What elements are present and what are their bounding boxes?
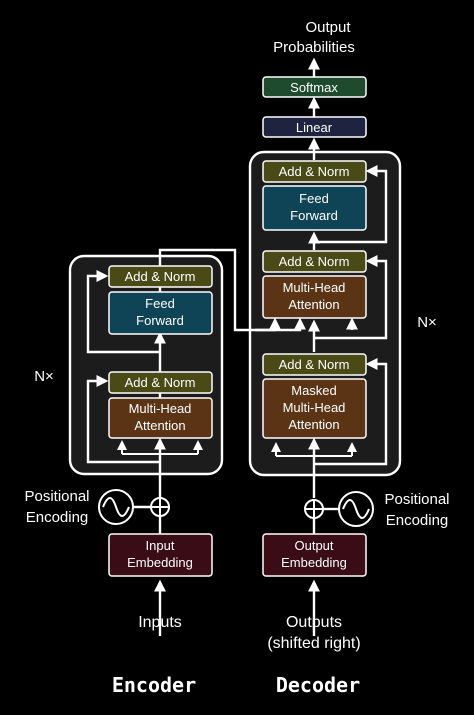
decoder-embedding-line2: Embedding	[281, 555, 347, 570]
decoder-feed-forward: Feed Forward	[262, 185, 367, 231]
decoder-add-norm-top-label: Add & Norm	[279, 164, 350, 179]
encoder-add-norm-bottom-label: Add & Norm	[125, 375, 196, 390]
encoder-feed-forward: Feed Forward	[108, 291, 213, 335]
encoder-add-norm-bottom: Add & Norm	[108, 371, 213, 394]
encoder-layer-panel	[68, 254, 224, 476]
decoder-add-norm-top: Add & Norm	[262, 160, 367, 183]
encoder-embedding-line1: Input	[146, 538, 175, 553]
decoder-softmax-label: Softmax	[290, 80, 338, 95]
decoder-add-icon	[304, 499, 324, 519]
decoder-linear: Linear	[262, 116, 367, 138]
decoder-add-norm-bottom-label: Add & Norm	[279, 357, 350, 372]
decoder-output-embedding: Output Embedding	[262, 533, 367, 577]
encoder-embedding-line2: Embedding	[127, 555, 193, 570]
decoder-embedding-line1: Output	[294, 538, 333, 553]
decoder-add-norm-mid-label: Add & Norm	[279, 254, 350, 269]
encoder-feed-forward-line1: Feed	[145, 296, 175, 311]
encoder-add-norm-top: Add & Norm	[108, 265, 213, 288]
decoder-add-norm-mid: Add & Norm	[262, 250, 367, 273]
decoder-multi-head-attention: Multi-Head Attention	[262, 275, 367, 319]
output-probabilities-line1: Output	[305, 19, 351, 36]
encoder-multi-head-attention: Multi-Head Attention	[108, 397, 213, 439]
decoder-feed-forward-line2: Forward	[290, 208, 338, 223]
encoder-title: Encoder	[112, 673, 196, 697]
outputs-label-line1: Outputs	[286, 614, 342, 631]
encoder-wires	[86, 248, 306, 636]
encoder-input-embedding: Input Embedding	[108, 533, 213, 577]
encoder-positional-encoding-line1: Positional	[24, 488, 89, 505]
encoder-attention-line1: Multi-Head	[129, 401, 192, 416]
encoder-feed-forward-line2: Forward	[136, 313, 184, 328]
decoder-positional-encoding-line1: Positional	[384, 491, 449, 508]
encoder-positional-wave-icon	[98, 489, 134, 525]
decoder-add-norm-bottom: Add & Norm	[262, 353, 367, 376]
decoder-masked-attention-line2: Multi-Head	[283, 400, 346, 415]
encoder-attention-line2: Attention	[134, 418, 185, 433]
decoder-nx-label: N×	[417, 314, 437, 331]
encoder-add-icon	[150, 497, 170, 517]
decoder-title: Decoder	[276, 673, 360, 697]
decoder-linear-label: Linear	[296, 120, 333, 135]
decoder-attention-line2: Attention	[288, 297, 339, 312]
decoder-masked-attention-line3: Attention	[288, 417, 339, 432]
output-probabilities-line2: Probabilities	[273, 39, 355, 56]
decoder-attention-line1: Multi-Head	[283, 280, 346, 295]
decoder-positional-wave-icon	[338, 491, 374, 527]
inputs-label: Inputs	[138, 614, 182, 631]
decoder-feed-forward-line1: Feed	[299, 191, 329, 206]
decoder-wires	[271, 57, 388, 636]
encoder-nx-label: N×	[34, 368, 54, 385]
encoder-positional-encoding-line2: Encoding	[26, 509, 89, 526]
outputs-label-line2: (shifted right)	[267, 635, 360, 652]
decoder-softmax: Softmax	[262, 76, 367, 98]
decoder-positional-encoding-line2: Encoding	[386, 512, 449, 529]
decoder-masked-attention-line1: Masked	[291, 383, 337, 398]
encoder-add-norm-top-label: Add & Norm	[125, 269, 196, 284]
decoder-masked-multi-head-attention: Masked Multi-Head Attention	[262, 378, 367, 439]
